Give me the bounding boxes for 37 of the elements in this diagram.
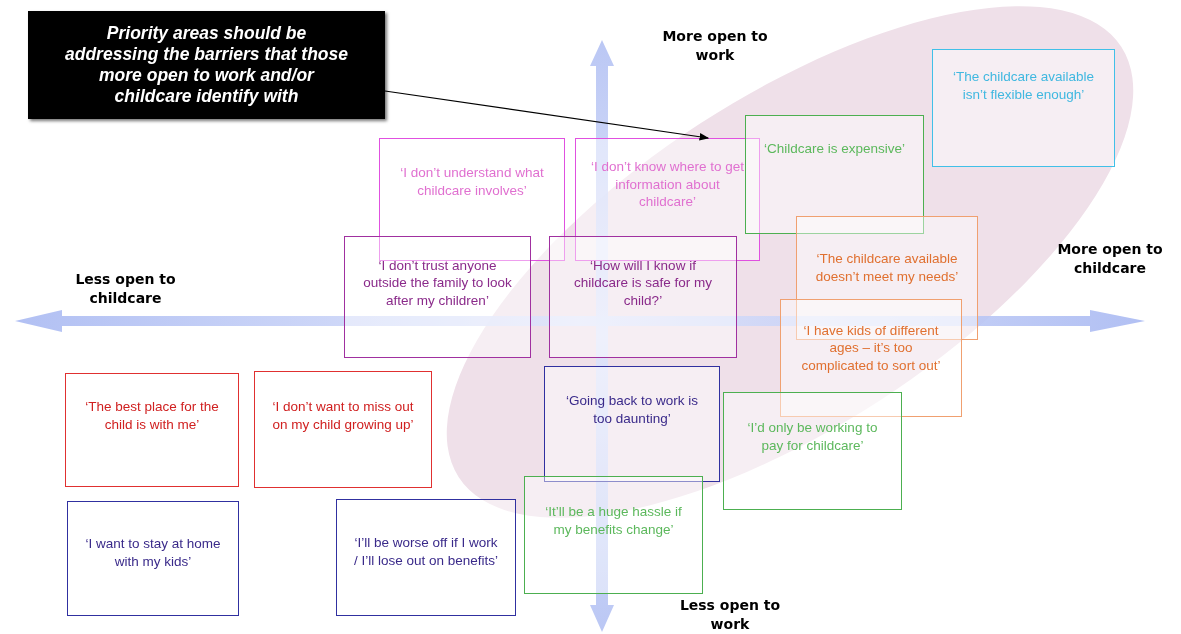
callout-text: Priority areas should be addressing the barriers that those more open to work and/or childcare identify with	[64, 23, 349, 107]
quote-text: ‘I’ll be worse off if I work / I’ll lose out on benefits’	[352, 533, 500, 570]
leader-arrow	[384, 90, 710, 141]
quote-text: ‘Childcare is expensive’	[763, 139, 906, 158]
quote-text: ‘I don’t want to miss out on my child growing up’	[271, 397, 415, 434]
quote-box	[549, 236, 737, 358]
quote-box	[65, 373, 239, 487]
callout-box	[28, 11, 385, 119]
quote-text: ‘I want to stay at home with my kids’	[84, 534, 222, 571]
quote-text: ‘It’ll be a huge hassle if my benefits change’	[544, 503, 683, 539]
quote-box	[254, 371, 432, 488]
quote-text: ‘I’d only be working to pay for childcare’	[746, 419, 879, 455]
quote-text: ‘I have kids of different ages – it’s too complicated to sort out’	[800, 321, 942, 375]
quote-box	[780, 299, 962, 417]
axis-label: Less open to work	[678, 596, 782, 634]
quote-box	[723, 392, 902, 510]
quote-text: ‘Going back to work is too daunting’	[564, 392, 700, 428]
axis-label: More open to work	[661, 27, 769, 65]
quote-text: ‘The childcare available doesn’t meet my needs’	[814, 250, 960, 286]
quote-box	[575, 138, 760, 261]
quote-box	[745, 115, 924, 234]
quote-box	[932, 49, 1115, 167]
quote-text: ‘I don’t know where to get information about childcare’	[590, 158, 745, 211]
axis-label: Less open to childcare	[74, 270, 177, 308]
quote-box	[796, 216, 978, 340]
quote-box	[67, 501, 239, 616]
quote-box	[379, 138, 565, 261]
quote-box	[336, 499, 516, 616]
quote-text: ‘The childcare available isn’t flexible enough’	[951, 67, 1096, 104]
quote-box	[524, 476, 703, 594]
quote-text: ‘How will I know if childcare is safe for my child?’	[572, 256, 713, 310]
quote-box	[544, 366, 720, 482]
quote-box	[344, 236, 531, 358]
axis-label: More open to childcare	[1056, 240, 1164, 278]
quote-text: ‘The best place for the child is with me’	[84, 398, 220, 434]
quote-text: ‘I don’t understand what childcare involves’	[399, 163, 545, 200]
quote-text: ‘I don’t trust anyone outside the family to look after my children’	[362, 256, 513, 310]
